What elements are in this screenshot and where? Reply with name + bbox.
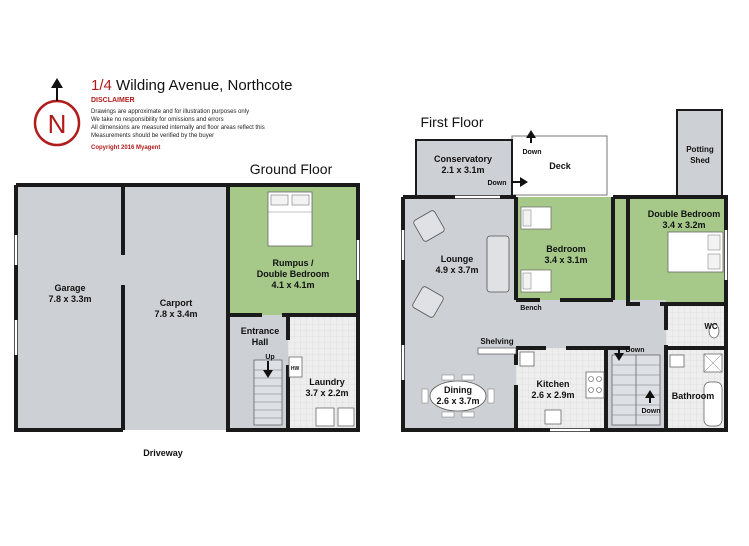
lounge-name: Lounge [441, 254, 474, 264]
disclaimer-line: All dimensions are measured internally a… [91, 125, 265, 131]
conservatory-dims: 2.1 x 3.1m [441, 165, 484, 175]
bedroom-dims: 3.4 x 3.1m [544, 255, 587, 265]
hallway-floor [516, 300, 666, 348]
laundry-name: Laundry [309, 377, 345, 387]
shelving-unit [477, 347, 517, 355]
deck-name: Deck [549, 161, 572, 171]
armchair-icon [412, 286, 444, 318]
title-street: Wilding Avenue, Northcote [116, 77, 293, 94]
bench-label: Bench [520, 305, 541, 312]
stairs-lower-down-label: Down [641, 408, 660, 415]
bed-icon [520, 206, 552, 293]
rumpus-dims: 4.1 x 4.1m [271, 280, 314, 290]
property-title: 1/4 Wilding Avenue, Northcote [91, 77, 293, 94]
stairs-down-arrow-icon [263, 361, 273, 378]
conservatory-name: Conservatory [434, 154, 492, 164]
garage-name: Garage [54, 283, 85, 293]
hw-label: HW [291, 366, 300, 372]
bed-icon [267, 191, 313, 247]
kitchen-name: Kitchen [536, 379, 569, 389]
garage-dims: 7.8 x 3.3m [48, 294, 91, 304]
ground-floor-heading: Ground Floor [250, 161, 333, 177]
potting-shed-name-line1: Potting [686, 145, 714, 154]
ground-walls [14, 183, 360, 432]
wc-name: WC [704, 322, 718, 331]
stairs-first [611, 354, 661, 426]
disclaimer-heading: DISCLAIMER [91, 97, 135, 104]
dining-dims: 2.6 x 3.7m [436, 396, 479, 406]
disclaimer-line: Measurements should be verified by the b… [91, 133, 215, 139]
hot-water-cylinder [288, 356, 303, 378]
shelving-label: Shelving [480, 337, 513, 346]
ground-windows [14, 235, 360, 355]
north-arrow-icon: N [33, 78, 81, 147]
double-bed-icon [667, 231, 724, 273]
potting-shed-floor [677, 110, 722, 195]
carport-name: Carport [160, 298, 193, 308]
sink-icon [544, 409, 562, 425]
garage-floor [16, 185, 123, 430]
disclaimer-line: Drawings are approximate and for illustr… [91, 109, 250, 115]
dining-name: Dining [444, 385, 472, 395]
down-arrow-icon [511, 177, 528, 187]
laundry-tub [315, 407, 335, 427]
toilet-icon [708, 323, 720, 339]
kitchen-fixtures [519, 351, 605, 425]
washing-machine [337, 407, 355, 427]
bedroom-name: Bedroom [546, 244, 586, 254]
down-arrow-icon [645, 390, 655, 403]
fridge-icon [519, 351, 535, 367]
disclaimer-text: Drawings are approximate and for illustr… [91, 108, 301, 140]
deck-floor [511, 135, 608, 196]
entrance-name-line2: Hall [252, 337, 269, 347]
title-number: 1/4 [91, 77, 112, 94]
cooktop-icon [585, 371, 605, 399]
double-bedroom-dims: 3.4 x 3.2m [662, 220, 705, 230]
sofa-icon [486, 235, 510, 293]
first-floor-heading: First Floor [421, 114, 484, 130]
rumpus-name-line1: Rumpus / [272, 258, 314, 268]
conservatory-floor [416, 140, 512, 195]
entrance-name-line1: Entrance [241, 326, 280, 336]
bathroom-fixtures [669, 323, 723, 427]
down-arrow-icon [526, 130, 536, 143]
laundry-dims: 3.7 x 2.2m [305, 388, 348, 398]
lounge-dims: 4.9 x 3.7m [435, 265, 478, 275]
lounge-furniture [412, 210, 510, 318]
driveway-label: Driveway [143, 448, 183, 458]
compass-letter: N [48, 109, 67, 139]
bathroom-name: Bathroom [672, 391, 715, 401]
ground-floor: Ground Floor Garage 7.8 x 3.3m Carport 7… [14, 161, 360, 458]
dining-table-icon [421, 374, 495, 418]
stairs-up-label: Up [265, 354, 274, 361]
stairs-down-label: Down [625, 347, 644, 354]
first-floor: First Floor [401, 109, 728, 432]
rumpus-name-line2: Double Bedroom [257, 269, 330, 279]
double-bedroom-name: Double Bedroom [648, 209, 721, 219]
first-windows [401, 195, 728, 432]
conservatory-down-label: Down [487, 180, 506, 187]
armchair-icon [413, 210, 445, 242]
disclaimer-line: We take no responsibility for omissions … [91, 117, 224, 123]
copyright: Copyright 2016 Myagent [91, 145, 161, 151]
carport-dims: 7.8 x 3.4m [154, 309, 197, 319]
bathtub-icon [703, 381, 723, 427]
vanity-icon [669, 354, 685, 368]
down-arrow-icon [614, 348, 624, 361]
kitchen-dims: 2.6 x 2.9m [531, 390, 574, 400]
deck-down-label: Down [522, 149, 541, 156]
potting-shed-name-line2: Shed [690, 156, 710, 165]
carport-floor [123, 185, 228, 430]
